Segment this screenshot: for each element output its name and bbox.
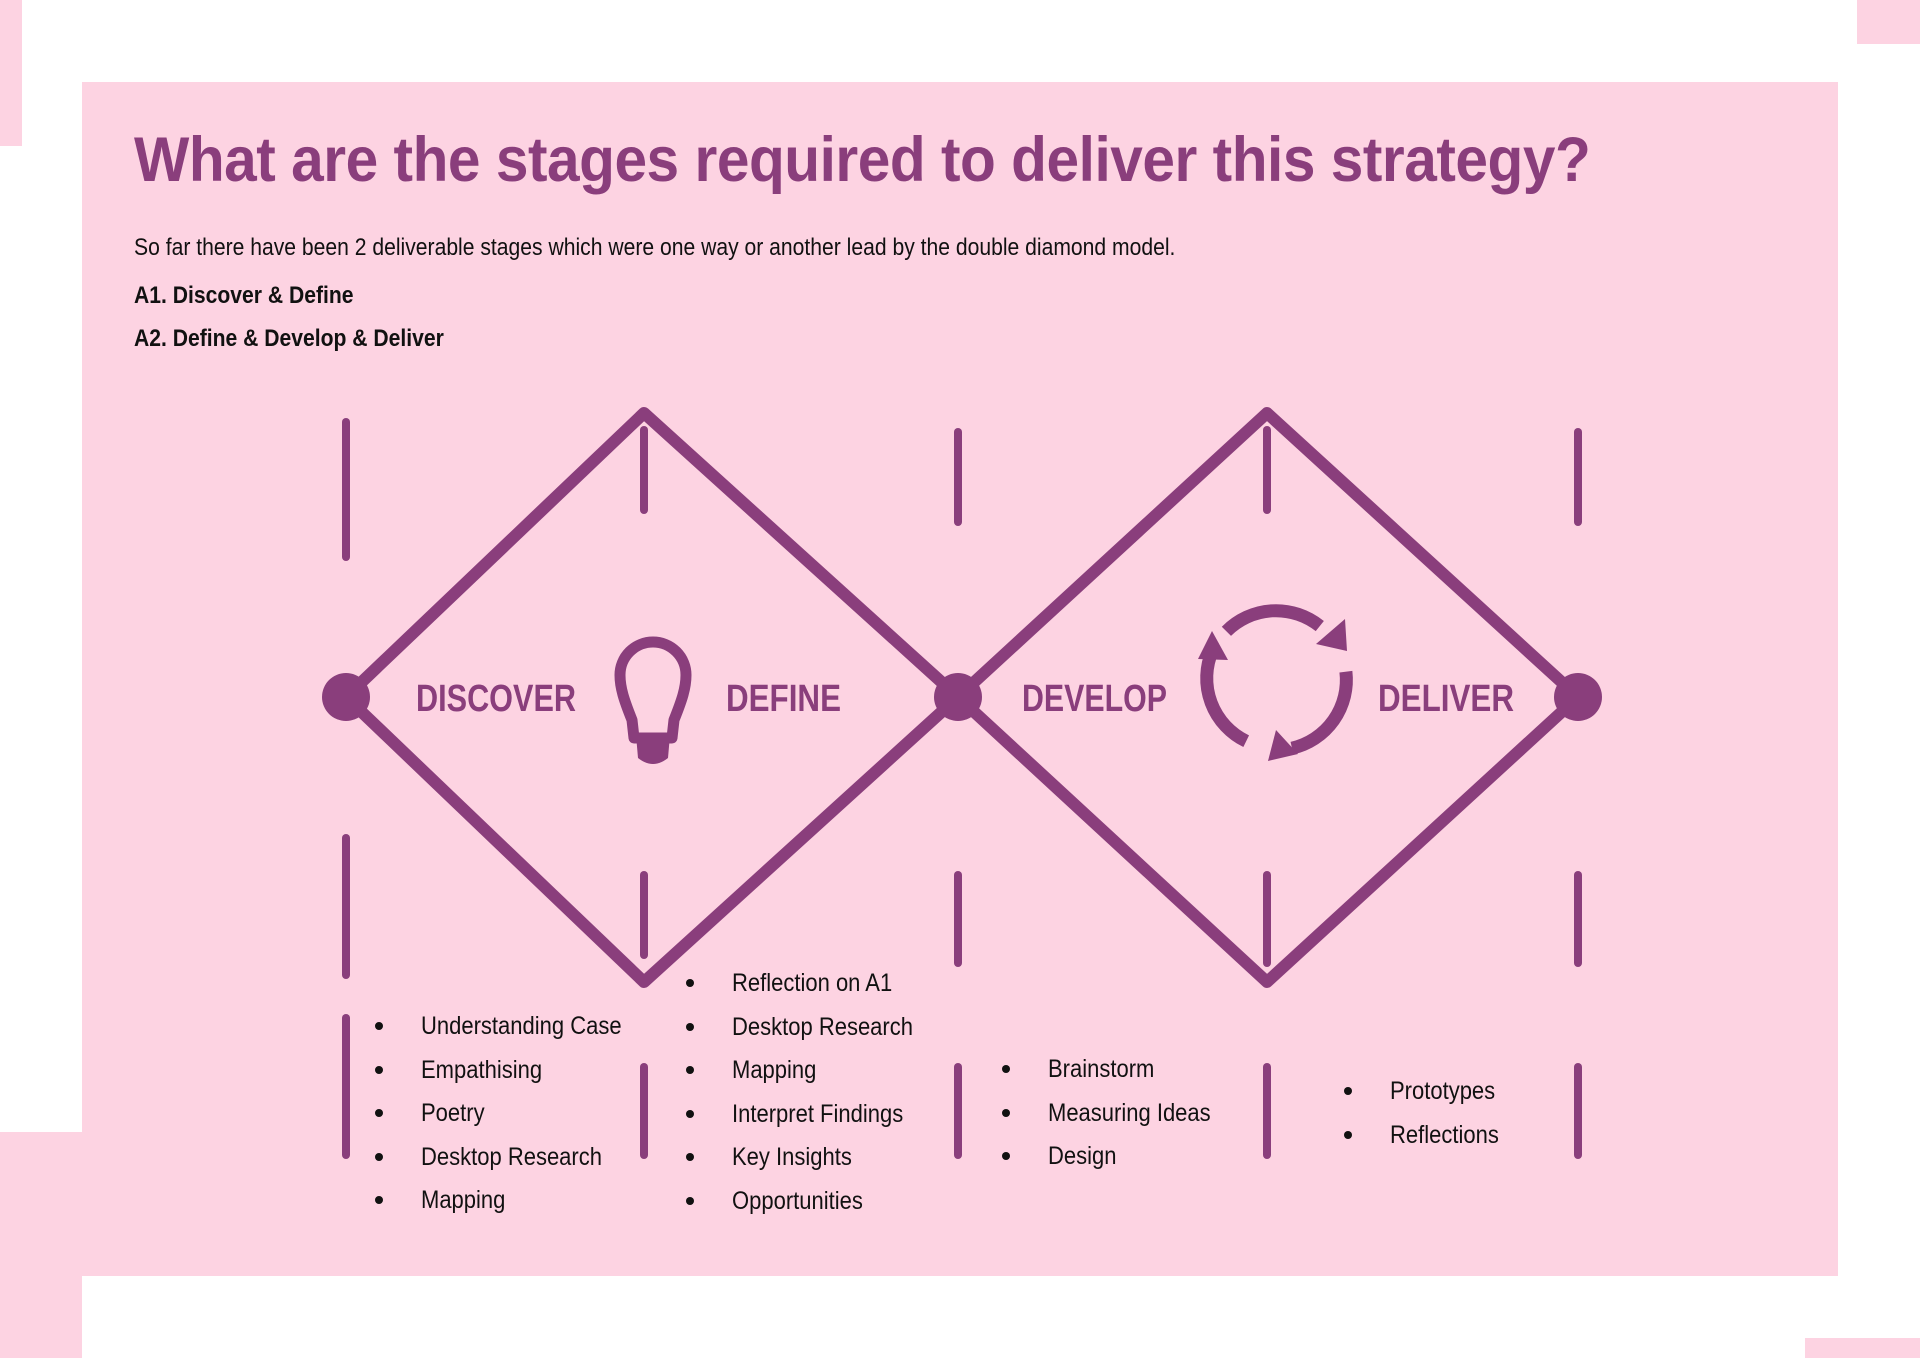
deliver-activities-list: Prototypes Reflections	[1344, 1070, 1514, 1157]
page-title: What are the stages required to deliver …	[134, 125, 1591, 195]
list-item: Desktop Research	[686, 1006, 938, 1050]
bullet-icon	[1002, 1152, 1010, 1160]
list-item: Reflections	[1344, 1114, 1514, 1158]
phase-divider-lines	[342, 418, 1582, 1159]
list-item: Desktop Research	[375, 1136, 649, 1180]
list-item: Reflection on A1	[686, 962, 938, 1006]
phase-label-develop: DEVELOP	[1022, 678, 1167, 720]
bullet-icon	[375, 1196, 383, 1204]
decorative-block-bottom-right	[1805, 1338, 1920, 1358]
phase-label-deliver: DELIVER	[1378, 678, 1514, 720]
bullet-icon	[375, 1109, 383, 1117]
bullet-icon	[686, 979, 694, 987]
list-item: Design	[1002, 1135, 1233, 1179]
decorative-block-top-left	[0, 0, 22, 146]
list-item: Interpret Findings	[686, 1093, 938, 1137]
bullet-icon	[1002, 1065, 1010, 1073]
bullet-icon	[686, 1153, 694, 1161]
list-item: Understanding Case	[375, 1005, 649, 1049]
discover-activities-list: Understanding Case Empathising Poetry De…	[375, 1005, 649, 1223]
bullet-icon	[686, 1196, 694, 1205]
list-item: Mapping	[375, 1179, 649, 1223]
bullet-icon	[686, 1109, 694, 1118]
define-activities-list: Reflection on A1 Desktop Research Mappin…	[686, 962, 938, 1223]
list-item: Prototypes	[1344, 1070, 1514, 1114]
bullet-icon	[375, 1152, 383, 1161]
intro-text: So far there have been 2 deliverable sta…	[134, 234, 1176, 261]
stage-a1: A1. Discover & Define	[134, 282, 354, 309]
bullet-icon	[1344, 1087, 1352, 1095]
decorative-block-bottom-left	[0, 1132, 82, 1358]
list-item: Measuring Ideas	[1002, 1092, 1233, 1136]
phase-label-discover: DISCOVER	[416, 678, 576, 720]
bullet-icon	[375, 1065, 383, 1074]
list-item: Key Insights	[686, 1136, 938, 1180]
bullet-icon	[1002, 1108, 1010, 1117]
bullet-icon	[686, 1066, 694, 1074]
list-item: Opportunities	[686, 1180, 938, 1224]
lightbulb-icon	[614, 636, 692, 764]
phase-label-define: DEFINE	[726, 678, 841, 720]
develop-activities-list: Brainstorm Measuring Ideas Design	[1002, 1048, 1233, 1179]
diagram-node-dots	[322, 673, 1602, 721]
list-item: Empathising	[375, 1049, 649, 1093]
stage-a2: A2. Define & Develop & Deliver	[134, 325, 444, 352]
list-item: Brainstorm	[1002, 1048, 1233, 1092]
list-item: Poetry	[375, 1092, 649, 1136]
bullet-icon	[375, 1022, 383, 1030]
cycle-arrows-icon	[1198, 604, 1353, 761]
list-item: Mapping	[686, 1049, 938, 1093]
decorative-block-top-right	[1857, 0, 1920, 44]
bullet-icon	[686, 1022, 694, 1031]
bullet-icon	[1344, 1130, 1352, 1139]
